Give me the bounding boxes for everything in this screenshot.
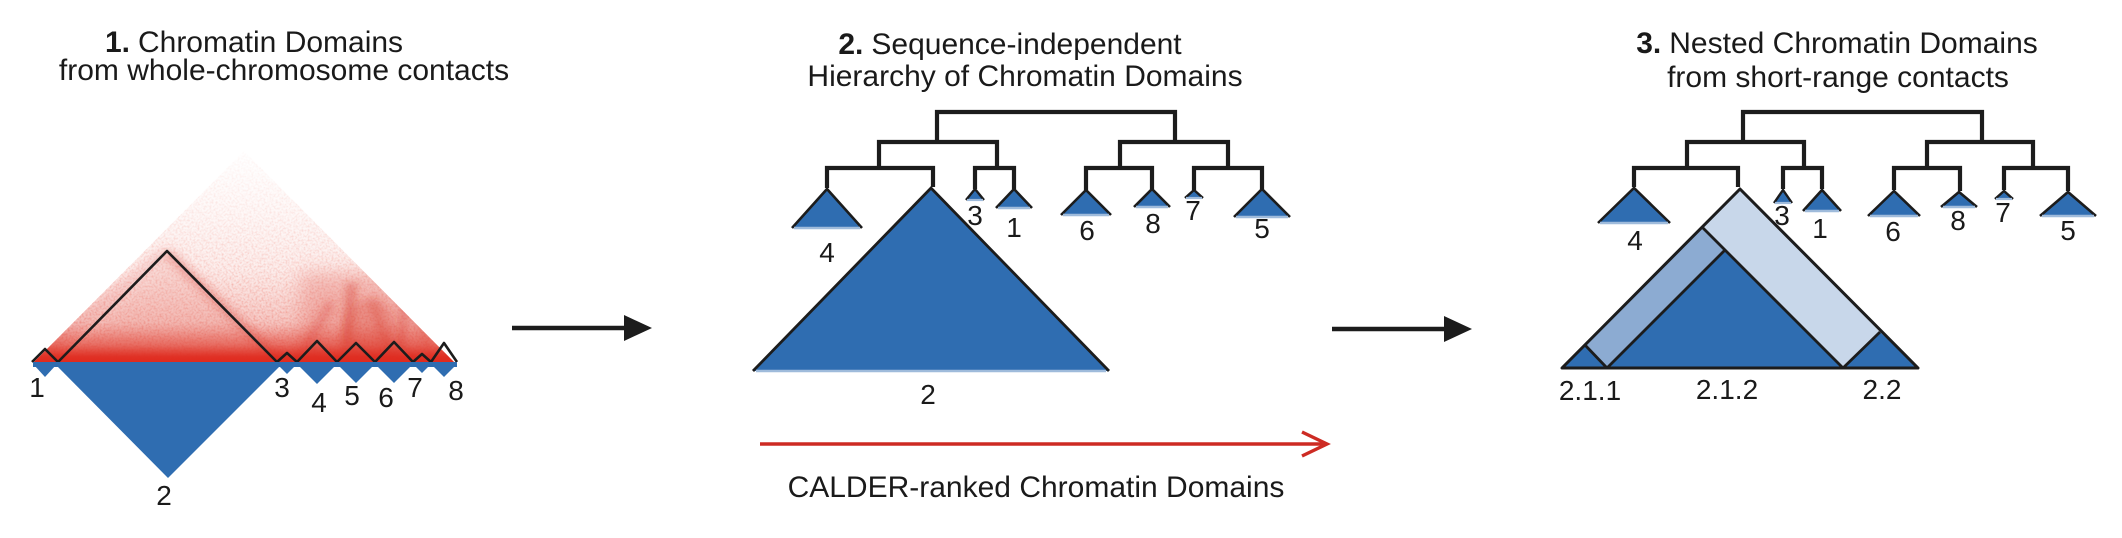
p3-label-7: 7 xyxy=(1995,197,2011,228)
subdomain-2-1-2 xyxy=(1607,250,1843,368)
domain-track xyxy=(33,362,457,478)
nested-inner-outlines xyxy=(1583,227,1881,370)
domain-triangle-6 xyxy=(376,365,412,383)
p3-label-2-2: 2.2 xyxy=(1863,374,1902,405)
p3-label-8: 8 xyxy=(1950,205,1966,236)
panel1: 1.Chromatin Domains from whole-chromosom… xyxy=(29,26,509,511)
panel3-title-line2: from short-range contacts xyxy=(1667,61,2009,94)
p3-label-2-1-1: 2.1.1 xyxy=(1559,375,1621,406)
domain-triangle-7 xyxy=(414,365,430,373)
panel2-title-text: Sequence-independent xyxy=(871,28,1182,61)
domain-triangle-2 xyxy=(56,365,281,478)
calder-caption: CALDER-ranked Chromatin Domains xyxy=(788,471,1285,504)
panel3-leaf-triangles xyxy=(1597,186,2097,225)
subdomain-2-1-1 xyxy=(1562,345,1607,368)
panel3-title-line1: 3.Nested Chromatin Domains xyxy=(1636,27,2038,60)
p2-leaf-3 xyxy=(965,187,985,202)
p2-leaf-2-main xyxy=(751,185,1111,373)
p2-label-6: 6 xyxy=(1079,215,1095,246)
p2-leaf-5 xyxy=(1233,187,1291,219)
p2-label-3: 3 xyxy=(967,200,983,231)
p3-label-3: 3 xyxy=(1774,200,1790,231)
band-domain-2 xyxy=(1703,189,1880,368)
p1-label-5: 5 xyxy=(344,380,360,411)
p1-label-8: 8 xyxy=(448,375,464,406)
hic-heatmap xyxy=(33,151,455,363)
p3-leaf-3 xyxy=(1773,187,1793,205)
panel2-leaf-triangles xyxy=(751,185,1291,373)
arrow-panel2-to-panel3-icon xyxy=(1332,316,1472,342)
p3-label-4: 4 xyxy=(1627,225,1643,256)
p3-leaf-4 xyxy=(1597,186,1671,225)
calder-arrow-icon xyxy=(760,430,1331,458)
domain-triangle-1 xyxy=(34,365,56,377)
panel3-title-number: 3. xyxy=(1636,27,1661,60)
panel3-labels: 4 3 1 6 8 7 5 2.1.1 2.1.2 2.2 xyxy=(1559,197,2076,406)
subdomain-2-2 xyxy=(1843,332,1918,368)
panel3: 3.Nested Chromatin Domains from short-ra… xyxy=(1559,27,2097,406)
panel1-title-text: Chromatin Domains xyxy=(138,26,403,59)
panel2-title-line1: 2.Sequence-independent xyxy=(838,28,1182,61)
p1-label-2: 2 xyxy=(156,480,172,511)
p3-leaf-8 xyxy=(1940,190,1978,209)
nested-domain-triangle xyxy=(1560,187,1920,370)
panel3-title-text: Nested Chromatin Domains xyxy=(1669,27,2037,60)
panel1-title-line2: from whole-chromosome contacts xyxy=(59,54,509,87)
p3-leaf-5 xyxy=(2039,190,2097,218)
p1-label-7: 7 xyxy=(407,372,423,403)
domain-triangle-4 xyxy=(298,365,336,384)
panel1-title-number: 1. xyxy=(105,26,130,59)
nested-outer-outline xyxy=(1560,187,1920,370)
panel2-leaf-labels: 4 3 1 6 8 7 5 2 xyxy=(819,195,1270,410)
p2-label-5: 5 xyxy=(1254,213,1270,244)
p3-label-5: 5 xyxy=(2060,215,2076,246)
domain-triangle-3 xyxy=(278,365,296,374)
p3-label-1: 1 xyxy=(1812,213,1828,244)
p2-label-1: 1 xyxy=(1006,212,1022,243)
panel1-domain-labels: 1 2 3 4 5 6 7 8 xyxy=(29,372,464,511)
p2-leaf-1 xyxy=(995,187,1033,210)
p3-leaf-7 xyxy=(1994,189,2014,201)
p2-leaf-8 xyxy=(1133,187,1171,209)
p2-label-4: 4 xyxy=(819,237,835,268)
p3-leaf-6 xyxy=(1867,189,1921,218)
panel3-dendrogram xyxy=(1631,109,2071,191)
p2-label-2: 2 xyxy=(920,379,936,410)
panel2-dendrogram xyxy=(824,109,1265,190)
domain-triangle-8 xyxy=(432,365,456,377)
p1-label-3: 3 xyxy=(274,372,290,403)
p3-label-6: 6 xyxy=(1885,216,1901,247)
band-domain-2-1 xyxy=(1585,228,1725,368)
panel1-title-line1: 1.Chromatin Domains xyxy=(105,26,403,59)
p3-leaf-1 xyxy=(1802,188,1842,213)
p3-label-2-1-2: 2.1.2 xyxy=(1696,374,1758,405)
flow-arrows xyxy=(512,315,1472,342)
domain-triangle-5 xyxy=(338,365,374,383)
p1-label-6: 6 xyxy=(378,382,394,413)
panel2: 2.Sequence-independent Hierarchy of Chro… xyxy=(751,28,1291,410)
p2-leaf-6 xyxy=(1060,188,1112,217)
p1-label-4: 4 xyxy=(311,387,327,418)
domain-outline-triangles xyxy=(31,249,459,363)
panel2-title-number: 2. xyxy=(838,28,863,61)
domain-track-strip xyxy=(33,362,457,367)
p2-leaf-4 xyxy=(791,187,863,230)
panel2-title-line2: Hierarchy of Chromatin Domains xyxy=(807,60,1242,93)
p2-label-7: 7 xyxy=(1185,195,1201,226)
arrow-panel1-to-panel2-icon xyxy=(512,315,652,341)
calder-flow: CALDER-ranked Chromatin Domains xyxy=(760,430,1331,504)
p2-leaf-7 xyxy=(1184,188,1204,200)
p1-label-1: 1 xyxy=(29,372,45,403)
p2-label-8: 8 xyxy=(1145,208,1161,239)
